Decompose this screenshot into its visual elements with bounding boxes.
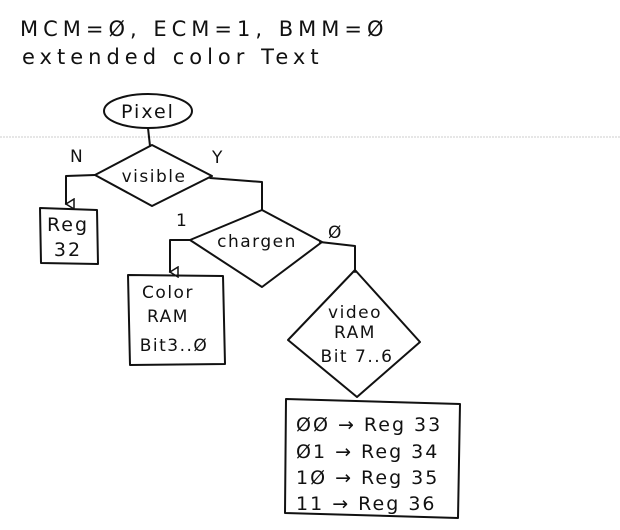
video-ram-decision: video RAM Bit 7..6 bbox=[287, 269, 421, 398]
no-label: N bbox=[70, 147, 84, 167]
mode-title: MCM=Ø, ECM=1, BMM=Ø bbox=[20, 17, 389, 41]
mapping-row: Ø1 → Reg 34 bbox=[296, 441, 439, 463]
mapping-row: 1Ø → Reg 35 bbox=[296, 467, 439, 489]
reg32-line2: 32 bbox=[54, 239, 82, 261]
mode-subtitle: extended color Text bbox=[22, 45, 324, 69]
visible-decision: visible bbox=[94, 144, 213, 207]
start-node: Pixel bbox=[103, 93, 193, 129]
register-mapping-box: ØØ → Reg 33 Ø1 → Reg 34 1Ø → Reg 35 11 →… bbox=[284, 398, 461, 519]
yes-connector bbox=[209, 177, 263, 211]
mapping-row: 11 → Reg 36 bbox=[296, 493, 437, 515]
connector bbox=[147, 127, 151, 147]
reg32-line1: Reg bbox=[47, 214, 89, 236]
color-ram-line2: RAM bbox=[147, 307, 189, 327]
yes-label: Y bbox=[211, 148, 224, 168]
mapping-row: ØØ → Reg 33 bbox=[296, 414, 442, 436]
visible-label: visible bbox=[122, 167, 187, 187]
video-ram-line3: Bit 7..6 bbox=[321, 347, 394, 367]
color-ram-box: Color RAM Bit3..Ø bbox=[127, 274, 226, 366]
color-ram-line1: Color bbox=[142, 283, 194, 303]
zero-connector bbox=[319, 241, 356, 273]
video-ram-line1: video bbox=[328, 303, 382, 323]
no-arrow bbox=[66, 174, 96, 204]
chargen-label: chargen bbox=[217, 232, 297, 252]
color-ram-line3: Bit3..Ø bbox=[140, 336, 209, 356]
video-ram-line2: RAM bbox=[334, 323, 376, 343]
chargen-zero-label: Ø bbox=[328, 223, 343, 243]
reg32-box: Reg 32 bbox=[39, 207, 99, 265]
chargen-decision: chargen bbox=[189, 209, 323, 288]
chargen-one-label: 1 bbox=[176, 211, 188, 231]
start-label: Pixel bbox=[121, 101, 175, 123]
one-arrow bbox=[170, 239, 191, 272]
